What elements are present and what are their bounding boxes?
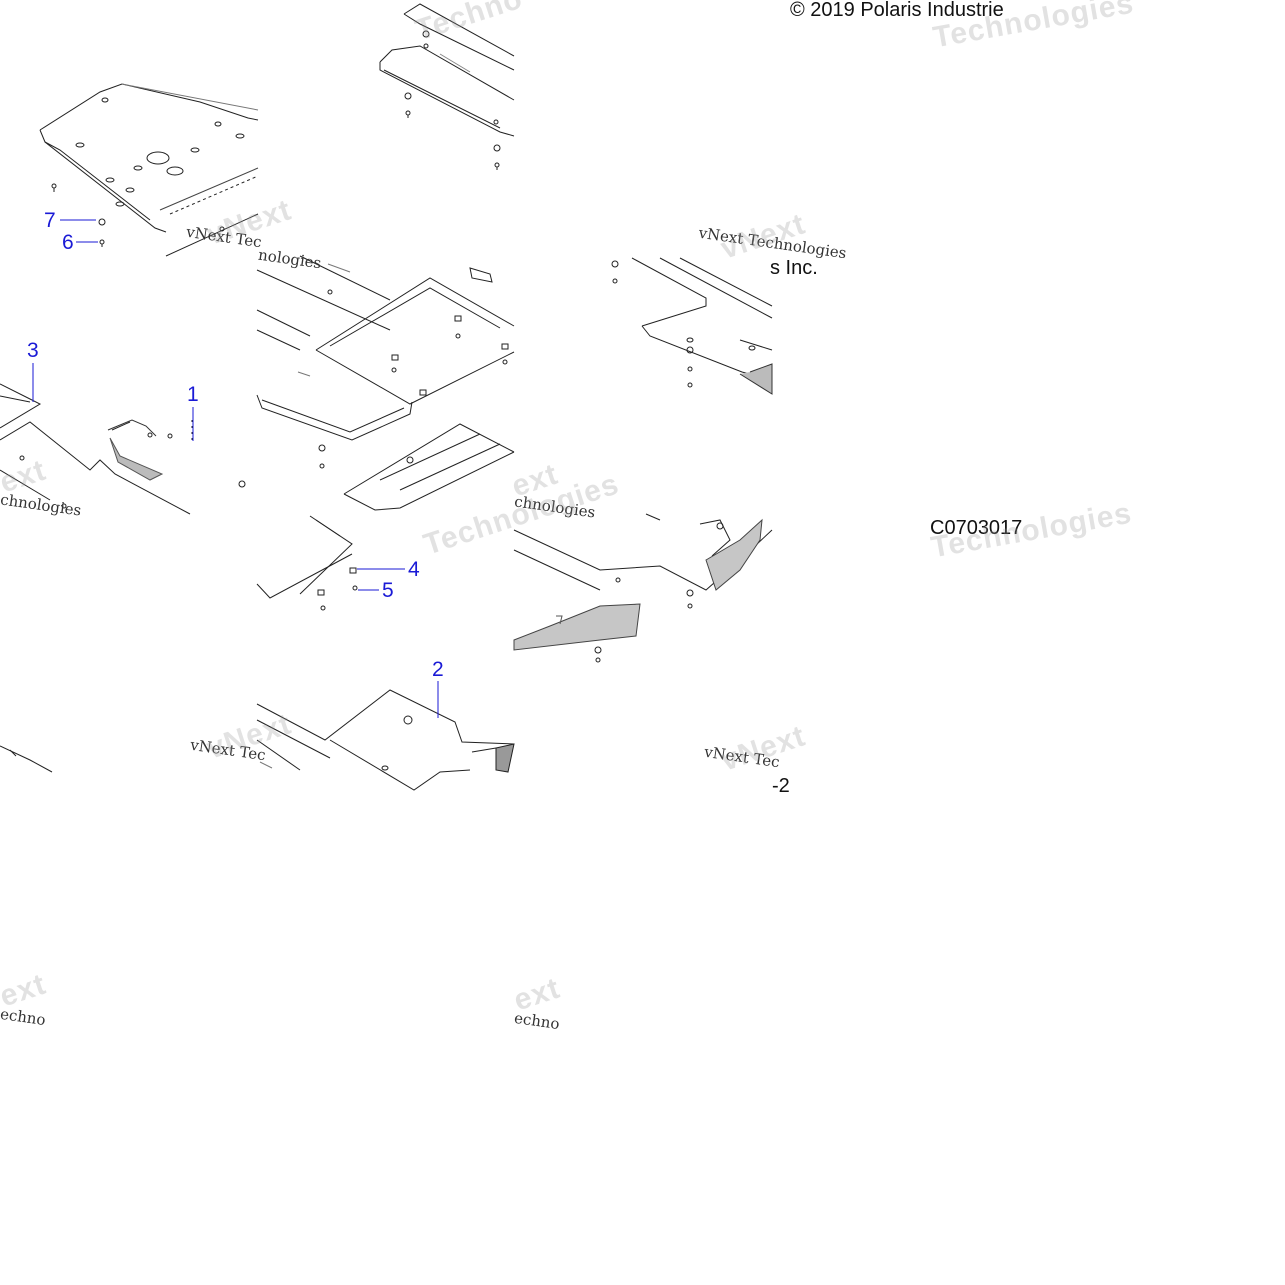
callout-1[interactable]: 1 — [187, 383, 199, 406]
callout-4[interactable]: 4 — [408, 558, 420, 581]
skid-plate-top — [379, 3, 515, 170]
skid-plate-front — [39, 83, 259, 257]
callout-5[interactable]: 5 — [382, 579, 394, 602]
diagram-code-tail: -2 — [772, 775, 790, 797]
callout-leaders — [32, 219, 439, 718]
callout-3[interactable]: 3 — [27, 339, 39, 362]
rocker-guard — [513, 513, 773, 663]
copyright-fragment: s Inc. — [770, 257, 818, 279]
side-panel-left — [0, 383, 246, 515]
floor-panel-center — [256, 255, 515, 611]
panel-fragment-left — [0, 745, 53, 773]
diagram-code: C0703017 — [930, 517, 1023, 539]
copyright-text: © 2019 Polaris Industrie — [790, 0, 1004, 21]
callout-2[interactable]: 2 — [432, 658, 444, 681]
floor-panel-right — [611, 257, 773, 395]
floor-panel-lower — [256, 689, 515, 791]
callout-6[interactable]: 6 — [62, 231, 74, 254]
callout-7[interactable]: 7 — [44, 209, 56, 232]
